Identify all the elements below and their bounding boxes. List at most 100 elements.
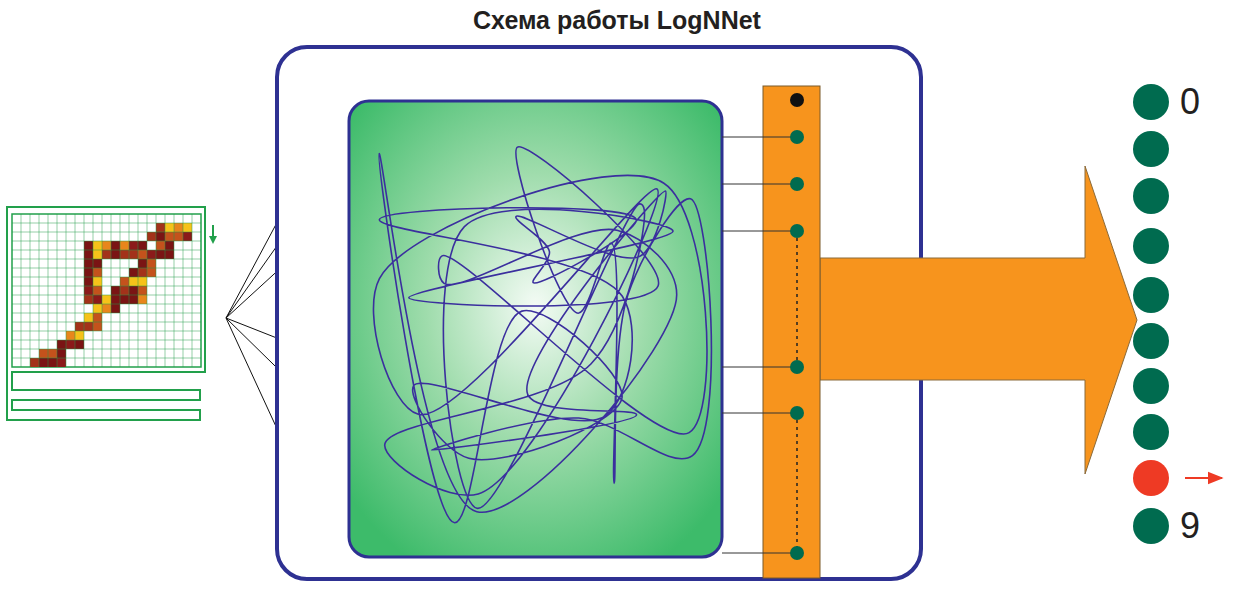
grid-line (12, 295, 201, 296)
digit-pixel (138, 286, 147, 295)
grid-line (12, 286, 201, 287)
grid-line (129, 214, 130, 367)
digit-pixel (129, 295, 138, 304)
grid-line (12, 250, 201, 251)
digit-pixel (75, 322, 84, 331)
digit-pixel (138, 277, 147, 286)
output-neuron (1133, 228, 1169, 264)
digit-pixel (84, 322, 93, 331)
digit-pixel (57, 358, 66, 367)
digit-pixel (102, 241, 111, 250)
digit-pixel (156, 241, 165, 250)
digit-pixel (66, 331, 75, 340)
output-neuron (1133, 323, 1169, 359)
reservoir-link (722, 184, 797, 185)
digit-pixel (156, 223, 165, 232)
grid-line (12, 304, 201, 305)
digit-pixel (174, 232, 183, 241)
grid-line (12, 349, 201, 350)
pixel-grid (12, 214, 201, 367)
hidden-layer-bar (763, 86, 820, 578)
reservoir-link (722, 137, 797, 138)
digit-pixel (165, 250, 174, 259)
grid-line (111, 214, 112, 367)
digit-pixel (174, 223, 183, 232)
digit-pixel (39, 358, 48, 367)
digit-pixel (138, 268, 147, 277)
reservoir-link (722, 413, 797, 414)
grid-line (48, 214, 49, 367)
grid-line (12, 259, 201, 260)
digit-pixel (39, 349, 48, 358)
grid-line (12, 277, 201, 278)
dotted-line (796, 231, 798, 367)
digit-pixel (129, 241, 138, 250)
output-arrow (820, 166, 1137, 474)
reservoir-box (349, 101, 722, 557)
digit-pixel (156, 232, 165, 241)
grid-line (156, 214, 157, 367)
scan-arrow-head (209, 236, 217, 244)
grid-line (174, 214, 175, 367)
grid-line (12, 358, 201, 359)
reservoir-links (722, 93, 804, 560)
grid-line (138, 214, 139, 367)
trajectory-curve (373, 147, 711, 523)
digit-pixel (84, 295, 93, 304)
diagram-title: Схема работы LogNNet (473, 6, 761, 35)
digit-pixel (48, 358, 57, 367)
digit-pixel (93, 277, 102, 286)
reservoir-link (722, 231, 797, 232)
hidden-neuron (790, 130, 804, 144)
hidden-neuron (790, 546, 804, 560)
digit-pixel (111, 241, 120, 250)
digit-pixel (93, 241, 102, 250)
digit-pixel (138, 295, 147, 304)
digit-pixel (93, 304, 102, 313)
digit-pixel (129, 268, 138, 277)
digit-pixel (93, 268, 102, 277)
output-neuron (1133, 131, 1169, 167)
winner-arrow (1185, 477, 1222, 479)
class-number: 9 (1180, 508, 1200, 544)
digit-pixel (129, 250, 138, 259)
reservoir-link (722, 553, 797, 554)
digit-pixel (165, 232, 174, 241)
digit-pixel (111, 295, 120, 304)
digit-pixel (138, 250, 147, 259)
digit-pixel (93, 250, 102, 259)
digit-pixel (75, 340, 84, 349)
digit-pixel (156, 250, 165, 259)
digit-pixel (138, 259, 147, 268)
digit-pixel (84, 268, 93, 277)
digit-pixel (102, 295, 111, 304)
digit-pixel (111, 286, 120, 295)
grid-line (21, 214, 22, 367)
digit-pixel (75, 331, 84, 340)
digit-pixel (84, 313, 93, 322)
digit-pixel (120, 295, 129, 304)
active-output-neuron (1133, 460, 1169, 496)
output-neuron (1133, 368, 1169, 404)
output-neurons (1133, 84, 1169, 544)
grid-line (12, 232, 201, 233)
grid-line (57, 214, 58, 367)
digit-pixel (165, 223, 174, 232)
grid-line (120, 214, 121, 367)
digit-pixel (120, 250, 129, 259)
digit-pixel (183, 232, 192, 241)
digit-pixel (147, 268, 156, 277)
digit-pixel (84, 286, 93, 295)
grid-line (12, 241, 201, 242)
digit-pixel (129, 286, 138, 295)
hidden-neuron (790, 177, 804, 191)
grid-line (30, 214, 31, 367)
output-neuron (1133, 178, 1169, 214)
digit-pixel (57, 340, 66, 349)
digit-pixel (84, 241, 93, 250)
digit-pixel (48, 349, 57, 358)
digit-pixel (183, 223, 192, 232)
grid-line (66, 214, 67, 367)
digit-pixel (66, 340, 75, 349)
dotted-line (796, 413, 798, 553)
